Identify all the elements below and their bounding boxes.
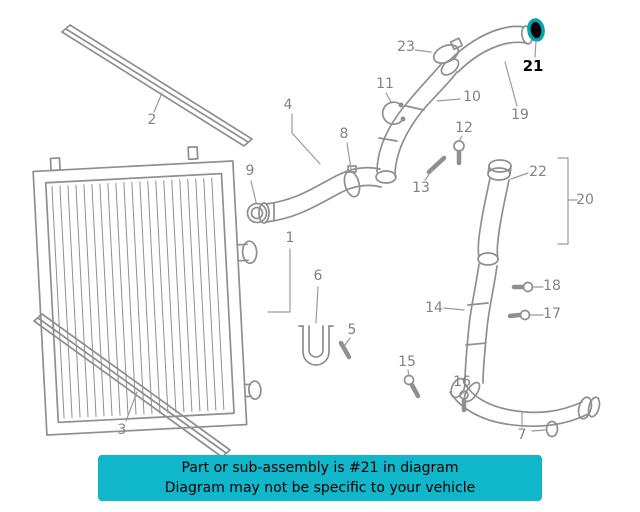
callout-15: 15 (398, 354, 416, 370)
mounting-clip (298, 325, 334, 366)
callout-5: 5 (347, 322, 357, 338)
seal-strip-lower (33, 313, 231, 458)
oring-21-highlighted (527, 18, 545, 42)
callout-2: 2 (147, 112, 157, 128)
pipe-14 (464, 263, 498, 384)
oring-9 (246, 202, 268, 224)
callout-9: 9 (245, 163, 255, 179)
stud-13 (426, 155, 447, 175)
banner-line-2: Diagram may not be specific to your vehi… (164, 480, 476, 496)
callout-10: 10 (463, 89, 481, 105)
callout-22: 22 (529, 164, 547, 180)
callout-21-highlighted: 21 (522, 57, 544, 75)
callout-16: 16 (453, 374, 471, 390)
seal-strip-upper (61, 24, 253, 147)
bolt-17 (507, 309, 531, 321)
radiator (32, 145, 262, 436)
charge-pipe-10 (375, 58, 460, 184)
callout-12: 12 (455, 120, 473, 136)
hose-19 (449, 25, 534, 73)
info-banner: Part or sub-assembly is #21 in diagram D… (98, 455, 542, 501)
banner-line-1: Part or sub-assembly is #21 in diagram (181, 460, 459, 476)
callout-18: 18 (543, 278, 561, 294)
bolt-15 (403, 374, 421, 399)
callout-20: 20 (576, 192, 594, 208)
callout-4: 4 (283, 97, 293, 113)
hose-clamp-23 (432, 37, 464, 64)
connector-22 (477, 159, 512, 266)
callout-17: 17 (543, 306, 561, 322)
callout-13: 13 (412, 180, 430, 196)
callout-8: 8 (339, 126, 349, 142)
leader-lines (125, 40, 578, 432)
callout-11: 11 (376, 76, 394, 92)
callout-3: 3 (117, 422, 127, 438)
bolt-18 (511, 281, 534, 293)
callout-6: 6 (313, 268, 323, 284)
callout-19: 19 (511, 107, 529, 123)
callout-7: 7 (517, 427, 527, 443)
callout-23: 23 (397, 39, 415, 55)
callout-1: 1 (285, 230, 295, 246)
callout-14: 14 (425, 300, 443, 316)
circlip-11 (381, 101, 406, 126)
hose-7 (449, 377, 601, 427)
bolt-12 (453, 140, 465, 166)
retaining-pin (338, 340, 352, 360)
hose-clamp-8 (343, 165, 361, 198)
charge-hose-center (258, 166, 382, 224)
oring-small-7 (545, 420, 559, 438)
